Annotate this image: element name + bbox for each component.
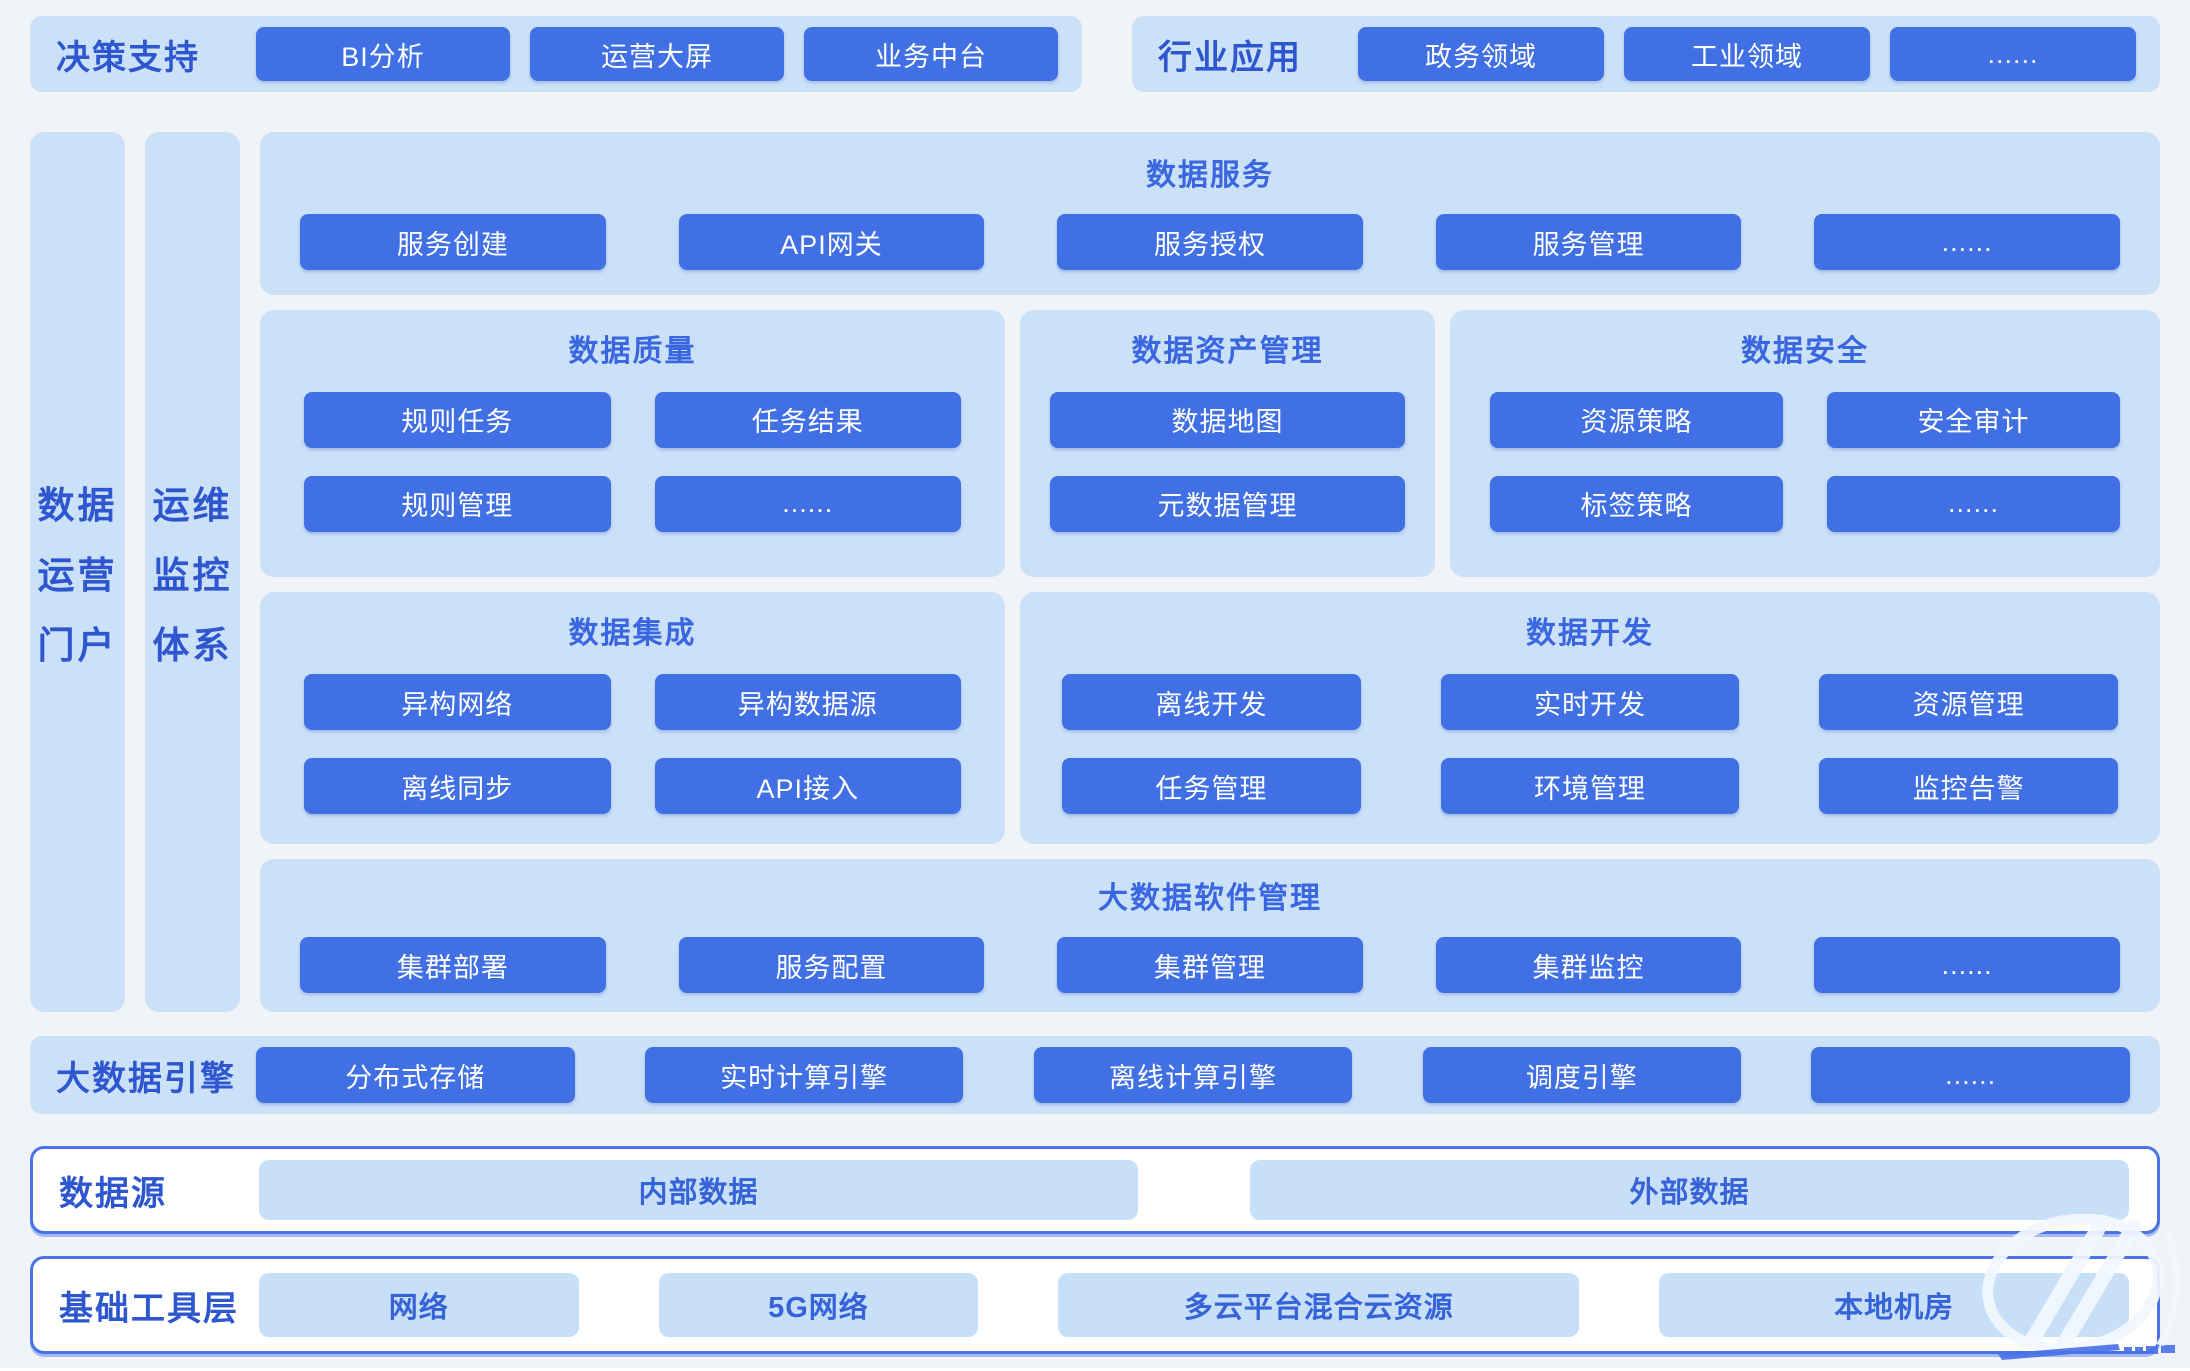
portal-label-line: 数据 (37, 485, 118, 526)
block-resource-policy: 资源策略 (1490, 391, 1783, 448)
block-scheduler-engine: 调度引擎 (1422, 1047, 1742, 1103)
block-software-more: ...... (1814, 937, 2120, 994)
block-service-management: 服务管理 (1435, 214, 1742, 270)
portal-label-line: 门户 (37, 625, 118, 666)
chip-local-datacenter: 本地机房 (1659, 1273, 2129, 1337)
bigdata-software-blocks: 集群部署 服务配置 集群管理 集群监控 ...... (300, 937, 2120, 994)
industry-application-blocks: 政务领域 工业领域 ...... (1358, 27, 2136, 81)
block-environment-management: 环境管理 (1440, 758, 1740, 815)
block-industrial-domain: 工业领域 (1624, 27, 1870, 81)
block-offline-compute-engine: 离线计算引擎 (1033, 1047, 1353, 1103)
data-quality-section: 数据质量 规则任务 任务结果 规则管理 ...... (260, 309, 1005, 578)
infra-label: 基础工具层 (59, 1289, 239, 1328)
data-asset-title: 数据资产管理 (1131, 334, 1324, 368)
data-service-section: 数据服务 服务创建 API网关 服务授权 服务管理 ...... (260, 132, 2160, 295)
datasource-label: 数据源 (59, 1174, 167, 1213)
block-engine-more: ...... (1811, 1047, 2130, 1103)
main-column: 数据服务 服务创建 API网关 服务授权 服务管理 ...... 数据质量 规则… (260, 132, 2160, 1012)
ops-label-line: 运维 (152, 485, 233, 526)
block-business-middle-platform: 业务中台 (804, 27, 1058, 81)
block-rule-task: 规则任务 (304, 391, 611, 448)
infra-row: 基础工具层 网络 5G网络 多云平台混合云资源 本地机房 (30, 1256, 2160, 1354)
ops-label-line: 体系 (152, 625, 233, 666)
block-security-more: ...... (1827, 475, 2120, 532)
bigdata-engine-row: 大数据引擎 分布式存储 实时计算引擎 离线计算引擎 调度引擎 ...... (30, 1036, 2160, 1114)
data-quality-blocks: 规则任务 任务结果 规则管理 ...... (304, 391, 961, 532)
integration-develop-row: 数据集成 异构网络 异构数据源 离线同步 API接入 数据开发 离线开发 实时开… (260, 592, 2160, 845)
decision-support-blocks: BI分析 运营大屏 业务中台 (256, 27, 1058, 81)
block-service-config: 服务配置 (678, 937, 985, 994)
block-security-audit: 安全审计 (1827, 391, 2120, 448)
block-distributed-storage: 分布式存储 (256, 1047, 575, 1103)
block-heterogeneous-datasource: 异构数据源 (654, 674, 961, 731)
block-data-map: 数据地图 (1050, 391, 1405, 448)
governance-row: 数据质量 规则任务 任务结果 规则管理 ...... 数据资产管理 数据地图 元… (260, 309, 2160, 578)
data-quality-title: 数据质量 (568, 334, 697, 368)
middle-area: 数据 运营 门户 运维 监控 体系 数据服务 服务创建 API网关 服务授权 服… (30, 132, 2160, 1012)
chip-internal-data: 内部数据 (259, 1160, 1138, 1220)
block-heterogeneous-network: 异构网络 (304, 674, 611, 731)
decision-support-panel: 决策支持 BI分析 运营大屏 业务中台 (30, 16, 1082, 92)
block-industry-more: ...... (1890, 27, 2136, 81)
block-task-result: 任务结果 (654, 391, 961, 448)
block-cluster-monitor: 集群监控 (1435, 937, 1742, 994)
data-develop-blocks: 离线开发 实时开发 资源管理 任务管理 环境管理 监控告警 (1062, 674, 2118, 815)
portal-label-line: 运营 (37, 555, 118, 596)
data-integration-blocks: 异构网络 异构数据源 离线同步 API接入 (304, 674, 961, 815)
block-realtime-compute-engine: 实时计算引擎 (644, 1047, 964, 1103)
chip-external-data: 外部数据 (1250, 1160, 2129, 1220)
top-row: 决策支持 BI分析 运营大屏 业务中台 行业应用 政务领域 工业领域 .....… (30, 16, 2160, 92)
chip-multicloud-hybrid-resource: 多云平台混合云资源 (1058, 1273, 1580, 1337)
block-task-management: 任务管理 (1062, 758, 1361, 815)
block-resource-management: 资源管理 (1819, 674, 2118, 731)
block-service-create: 服务创建 (300, 214, 606, 270)
data-security-blocks: 资源策略 安全审计 标签策略 ...... (1490, 391, 2120, 532)
bigdata-engine-blocks: 分布式存储 实时计算引擎 离线计算引擎 调度引擎 ...... (256, 1047, 2130, 1103)
block-service-more: ...... (1814, 214, 2120, 270)
block-operation-screen: 运营大屏 (530, 27, 784, 81)
ops-label-line: 监控 (152, 555, 233, 596)
data-asset-section: 数据资产管理 数据地图 元数据管理 (1020, 309, 1435, 578)
data-security-title: 数据安全 (1741, 334, 1869, 368)
data-service-title: 数据服务 (1146, 159, 1274, 192)
data-develop-section: 数据开发 离线开发 实时开发 资源管理 任务管理 环境管理 监控告警 (1020, 592, 2160, 845)
decision-support-label: 决策支持 (56, 38, 200, 77)
block-api-access: API接入 (654, 758, 961, 815)
bigdata-software-section: 大数据软件管理 集群部署 服务配置 集群管理 集群监控 ...... (260, 859, 2160, 1012)
block-government-domain: 政务领域 (1358, 27, 1604, 81)
block-api-gateway: API网关 (678, 214, 985, 270)
ops-monitoring-column: 运维 监控 体系 (145, 132, 240, 1012)
block-quality-more: ...... (654, 475, 961, 532)
industry-application-panel: 行业应用 政务领域 工业领域 ...... (1132, 16, 2160, 92)
datasource-row: 数据源 内部数据 外部数据 (30, 1146, 2160, 1234)
bigdata-engine-label: 大数据引擎 (56, 1059, 236, 1098)
block-metadata-management: 元数据管理 (1050, 475, 1405, 532)
block-cluster-management: 集群管理 (1057, 937, 1363, 994)
block-bi-analysis: BI分析 (256, 27, 510, 81)
data-security-section: 数据安全 资源策略 安全审计 标签策略 ...... (1450, 309, 2160, 578)
block-offline-develop: 离线开发 (1062, 674, 1361, 731)
block-label-policy: 标签策略 (1490, 475, 1783, 532)
industry-application-label: 行业应用 (1158, 38, 1302, 77)
bigdata-software-title: 大数据软件管理 (1098, 882, 1322, 916)
infra-chips: 网络 5G网络 多云平台混合云资源 本地机房 (259, 1273, 2129, 1337)
chip-5g-network: 5G网络 (658, 1273, 979, 1337)
data-integration-section: 数据集成 异构网络 异构数据源 离线同步 API接入 (260, 592, 1005, 845)
block-offline-sync: 离线同步 (304, 758, 611, 815)
block-monitor-alert: 监控告警 (1819, 758, 2118, 815)
data-develop-title: 数据开发 (1526, 617, 1654, 651)
data-operation-portal-column: 数据 运营 门户 (30, 132, 125, 1012)
datasource-chips: 内部数据 外部数据 (259, 1160, 2129, 1220)
data-service-blocks: 服务创建 API网关 服务授权 服务管理 ...... (300, 214, 2120, 270)
block-service-authorization: 服务授权 (1057, 214, 1363, 270)
data-asset-blocks: 数据地图 元数据管理 (1050, 391, 1405, 532)
block-cluster-deploy: 集群部署 (300, 937, 606, 994)
chip-network: 网络 (259, 1273, 579, 1337)
block-rule-management: 规则管理 (304, 475, 611, 532)
block-realtime-develop: 实时开发 (1440, 674, 1740, 731)
data-integration-title: 数据集成 (568, 617, 697, 651)
